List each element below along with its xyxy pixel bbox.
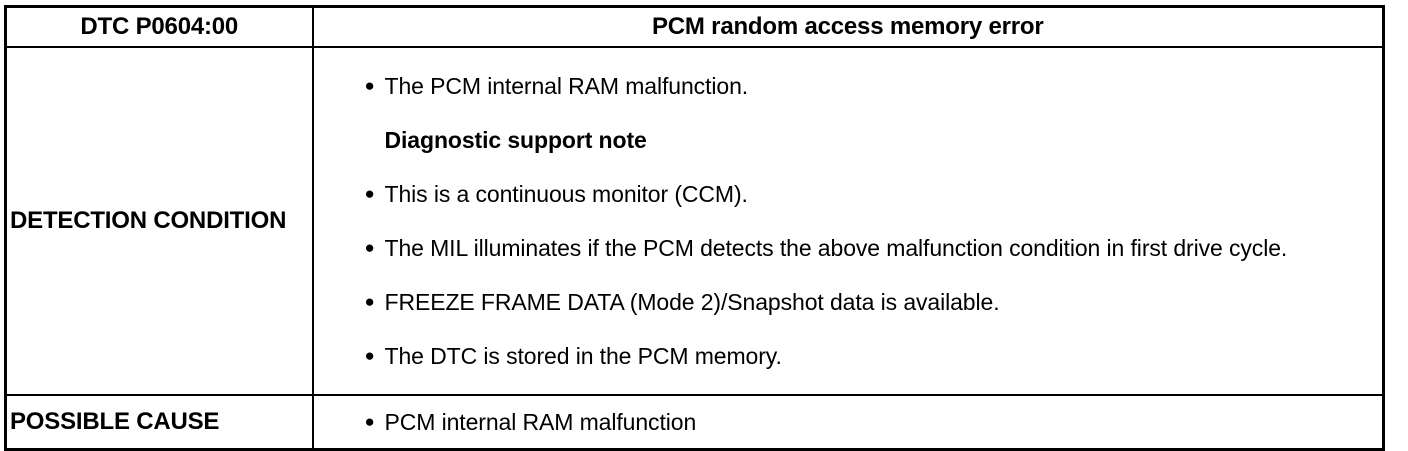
- list-item-text: FREEZE FRAME DATA (Mode 2)/Snapshot data…: [384, 288, 1000, 315]
- detection-condition-content: ● The PCM internal RAM malfunction. Diag…: [311, 45, 1385, 396]
- list-item: ● The MIL illuminates if the PCM detects…: [365, 233, 1343, 263]
- possible-cause-row: POSSIBLE CAUSE ● PCM internal RAM malfun…: [4, 393, 1385, 450]
- list-item: ● FREEZE FRAME DATA (Mode 2)/Snapshot da…: [365, 287, 1343, 317]
- possible-cause-label: POSSIBLE CAUSE: [4, 393, 314, 450]
- bullet-icon: ●: [364, 75, 375, 95]
- list-item-text: This is a continuous monitor (CCM).: [384, 180, 748, 207]
- dtc-description-cell: PCM random access memory error: [311, 5, 1385, 48]
- diagnostic-support-note-heading: Diagnostic support note: [365, 125, 1343, 155]
- list-item: ● PCM internal RAM malfunction: [365, 407, 1343, 437]
- list-item-text: The DTC is stored in the PCM memory.: [384, 342, 782, 369]
- possible-cause-content: ● PCM internal RAM malfunction: [311, 393, 1385, 450]
- bullet-icon: ●: [364, 183, 375, 203]
- detection-condition-row: DETECTION CONDITION ● The PCM internal R…: [4, 45, 1385, 396]
- heading-text: Diagnostic support note: [384, 126, 647, 153]
- list-item-text: The MIL illuminates if the PCM detects t…: [384, 234, 1288, 261]
- list-item: ● This is a continuous monitor (CCM).: [365, 179, 1343, 209]
- bullet-icon: ●: [364, 237, 375, 257]
- list-item: ● The DTC is stored in the PCM memory.: [365, 341, 1343, 371]
- list-item-text: The PCM internal RAM malfunction.: [384, 72, 749, 99]
- dtc-code-cell: DTC P0604:00: [4, 5, 314, 48]
- bullet-icon: ●: [364, 411, 375, 431]
- bullet-icon: ●: [364, 291, 375, 311]
- table-header-row: DTC P0604:00 PCM random access memory er…: [4, 5, 1385, 48]
- bullet-icon: ●: [364, 345, 375, 365]
- detection-condition-label: DETECTION CONDITION: [4, 45, 314, 396]
- list-item-text: PCM internal RAM malfunction: [384, 408, 697, 435]
- dtc-table: DTC P0604:00 PCM random access memory er…: [4, 5, 1385, 451]
- list-item: ● The PCM internal RAM malfunction.: [365, 71, 1343, 101]
